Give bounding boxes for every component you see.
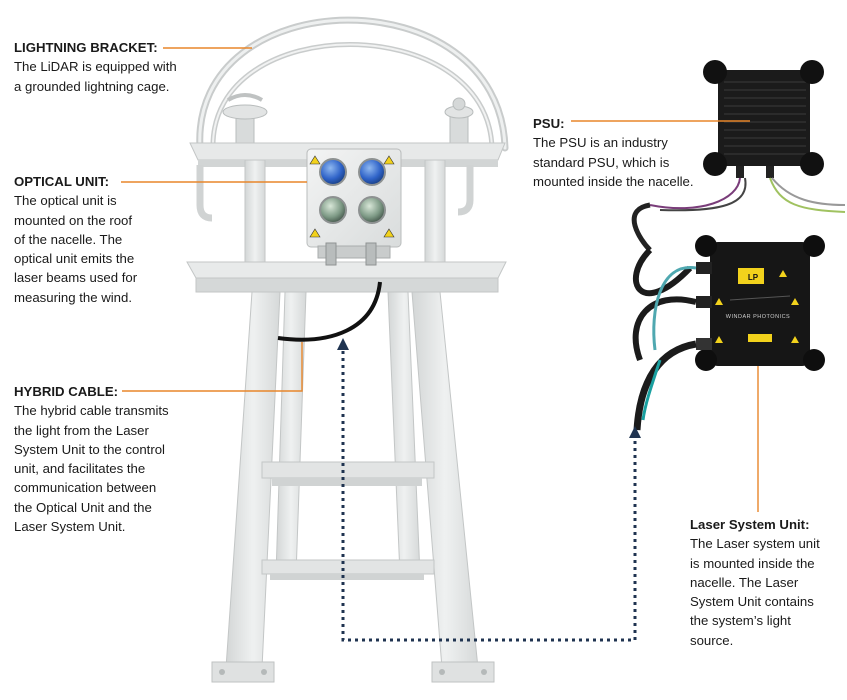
callout-psu-title: PSU: [533,116,565,131]
wind-sensor-right [444,97,474,147]
callout-hybrid-cable-title: HYBRID CABLE: [14,384,119,399]
lsu-badge-label: LP [748,273,759,282]
callout-hybrid-cable-body: The hybrid cable transmits the light fro… [14,403,169,535]
leader-cable [122,342,303,392]
optical-lens-1 [319,158,347,186]
lsu-warning-badge [738,268,764,284]
optical-lens-2 [358,158,386,186]
lsu-cabling [632,247,697,431]
callout-optical-unit: OPTICAL UNIT: The optical unit is mounte… [14,172,214,307]
hybrid-cable [277,281,382,342]
connection-path [337,338,641,642]
optical-lens-4 [358,196,386,224]
wind-sensor-left [222,93,268,147]
callout-lightning-bracket-title: LIGHTNING BRACKET: [14,40,158,55]
optical-lens-3 [319,196,347,224]
callout-hybrid-cable: HYBRID CABLE: The hybrid cable transmits… [14,382,214,536]
callout-optical-unit-body: The optical unit is mounted on the roof … [14,193,138,305]
callout-laser-system-unit: Laser System Unit: The Laser system unit… [690,515,840,650]
callout-lightning-bracket: LIGHTNING BRACKET: The LiDAR is equipped… [14,38,214,96]
callout-psu: PSU: The PSU is an industry standard PSU… [533,114,733,191]
leader-lines [121,47,759,512]
callout-optical-unit-title: OPTICAL UNIT: [14,174,109,189]
optical-unit [306,148,402,266]
psu-unit [703,60,824,178]
lsu-brand-label: WINDAR PHOTONICS [726,314,790,320]
psu-wiring [631,177,846,252]
callout-lightning-bracket-body: The LiDAR is equipped with a grounded li… [14,59,177,94]
laser-system-unit: LP WINDAR PHOTONICS [695,235,825,371]
callout-laser-system-unit-title: Laser System Unit: [690,517,810,532]
callout-laser-system-unit-body: The Laser system unit is mounted inside … [690,536,820,648]
lightning-cage [196,16,509,152]
callout-psu-body: The PSU is an industry standard PSU, whi… [533,135,694,189]
